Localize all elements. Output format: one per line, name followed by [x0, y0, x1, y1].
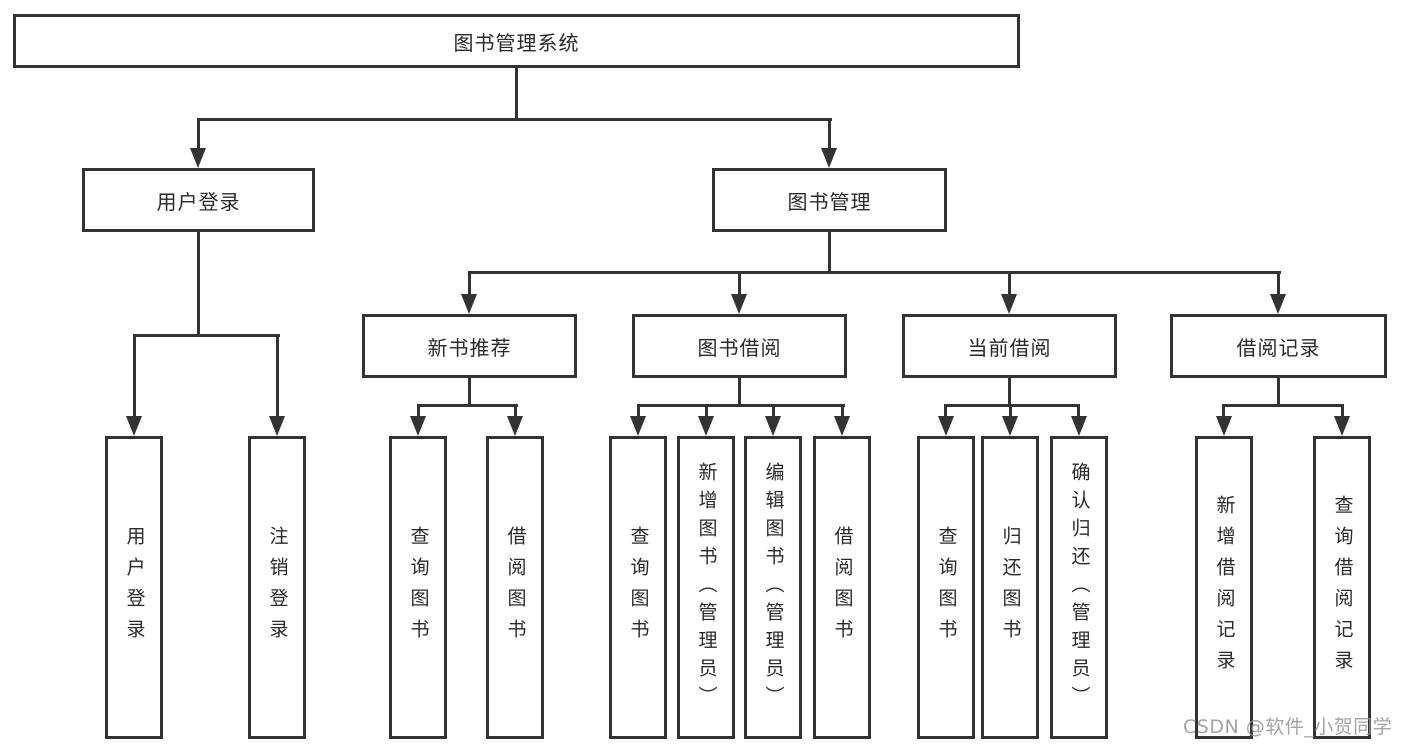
arrowhead	[834, 416, 850, 436]
leaf-label: 新增图书（管理员）	[695, 461, 718, 714]
leaf-label: 新增借阅记录	[1213, 494, 1236, 681]
leaf-query-books-current: 查询图书	[917, 436, 975, 739]
connector-line	[828, 232, 831, 273]
node-label: 新书推荐	[427, 335, 512, 360]
node-book-management: 图书管理	[712, 168, 947, 232]
connector-line	[468, 271, 1281, 274]
connector-line	[468, 378, 471, 406]
arrowhead	[1216, 416, 1232, 436]
leaf-user-login: 用户登录	[105, 436, 163, 739]
connector-line	[417, 404, 420, 417]
arrowhead	[765, 416, 781, 436]
leaf-label: 确认归还（管理员）	[1068, 461, 1091, 714]
arrowhead	[821, 148, 837, 168]
arrowhead	[731, 294, 747, 314]
leaf-add-books-admin: 新增图书（管理员）	[677, 436, 735, 739]
connector-line	[738, 271, 741, 295]
node-label: 图书管理系统	[453, 30, 580, 55]
connector-line	[197, 118, 832, 121]
arrowhead	[410, 416, 426, 436]
leaf-label: 注销登录	[266, 525, 289, 650]
connector-line	[417, 404, 518, 407]
connector-line	[637, 404, 845, 407]
connector-line	[276, 334, 279, 417]
node-new-book-recommendation: 新书推荐	[362, 314, 577, 378]
arrowhead	[1001, 294, 1017, 314]
leaf-label: 查询图书	[407, 525, 430, 650]
leaf-label: 借阅图书	[831, 525, 854, 650]
node-label: 图书借阅	[697, 335, 782, 360]
leaf-query-books-recommend: 查询图书	[389, 436, 447, 739]
connector-line	[197, 232, 200, 336]
arrowhead	[1071, 416, 1087, 436]
node-label: 图书管理	[787, 189, 872, 214]
connector-line	[944, 404, 1080, 407]
connector-line	[1008, 378, 1011, 406]
leaf-logout-login: 注销登录	[248, 436, 306, 739]
leaf-label: 查询图书	[627, 525, 650, 650]
node-book-borrowing: 图书借阅	[632, 314, 847, 378]
leaf-label: 查询借阅记录	[1331, 494, 1354, 681]
leaf-label: 编辑图书（管理员）	[762, 461, 785, 714]
arrowhead	[507, 416, 523, 436]
arrowhead	[698, 416, 714, 436]
arrowhead	[938, 416, 954, 436]
leaf-add-borrow-record: 新增借阅记录	[1195, 436, 1253, 739]
leaf-label: 归还图书	[999, 525, 1022, 650]
node-user-login: 用户登录	[82, 168, 315, 232]
node-current-borrowing: 当前借阅	[902, 314, 1117, 378]
leaf-query-borrow-record: 查询借阅记录	[1313, 436, 1371, 739]
connector-line	[1008, 271, 1011, 295]
connector-line	[705, 404, 708, 417]
leaf-label: 查询图书	[935, 525, 958, 650]
arrowhead	[1334, 416, 1350, 436]
connector-line	[1277, 378, 1280, 406]
connector-line	[1077, 404, 1080, 417]
leaf-label: 借阅图书	[504, 525, 527, 650]
connector-line	[944, 404, 947, 417]
connector-line	[841, 404, 844, 417]
node-borrowing-records: 借阅记录	[1170, 314, 1387, 378]
connector-line	[514, 404, 517, 417]
leaf-return-books: 归还图书	[981, 436, 1039, 739]
connector-line	[515, 68, 518, 120]
connector-line	[1222, 404, 1225, 417]
leaf-confirm-return-admin: 确认归还（管理员）	[1050, 436, 1108, 739]
arrowhead	[1270, 294, 1286, 314]
connector-line	[133, 334, 136, 417]
arrowhead	[269, 416, 285, 436]
arrowhead	[461, 294, 477, 314]
node-library-management-system: 图书管理系统	[13, 14, 1020, 68]
arrowhead	[126, 416, 142, 436]
leaf-borrow-books: 借阅图书	[813, 436, 871, 739]
connector-line	[133, 334, 280, 337]
node-label: 借阅记录	[1236, 335, 1321, 360]
connector-line	[637, 404, 640, 417]
csdn-watermark: CSDN @软件_小贺同学	[1183, 716, 1393, 738]
arrowhead	[1002, 416, 1018, 436]
connector-line	[197, 118, 200, 149]
connector-line	[1341, 404, 1344, 417]
connector-line	[828, 118, 831, 149]
connector-line	[1277, 271, 1280, 295]
arrowhead	[190, 148, 206, 168]
node-label: 用户登录	[156, 189, 241, 214]
connector-line	[772, 404, 775, 417]
connector-line	[468, 271, 471, 295]
connector-line	[1009, 404, 1012, 417]
connector-line	[738, 378, 741, 406]
leaf-borrow-books-recommend: 借阅图书	[486, 436, 544, 739]
connector-line	[1222, 404, 1344, 407]
arrowhead	[630, 416, 646, 436]
leaf-label: 用户登录	[123, 525, 146, 650]
node-label: 当前借阅	[967, 335, 1052, 360]
leaf-query-books-borrowing: 查询图书	[609, 436, 667, 739]
leaf-edit-books-admin: 编辑图书（管理员）	[744, 436, 802, 739]
